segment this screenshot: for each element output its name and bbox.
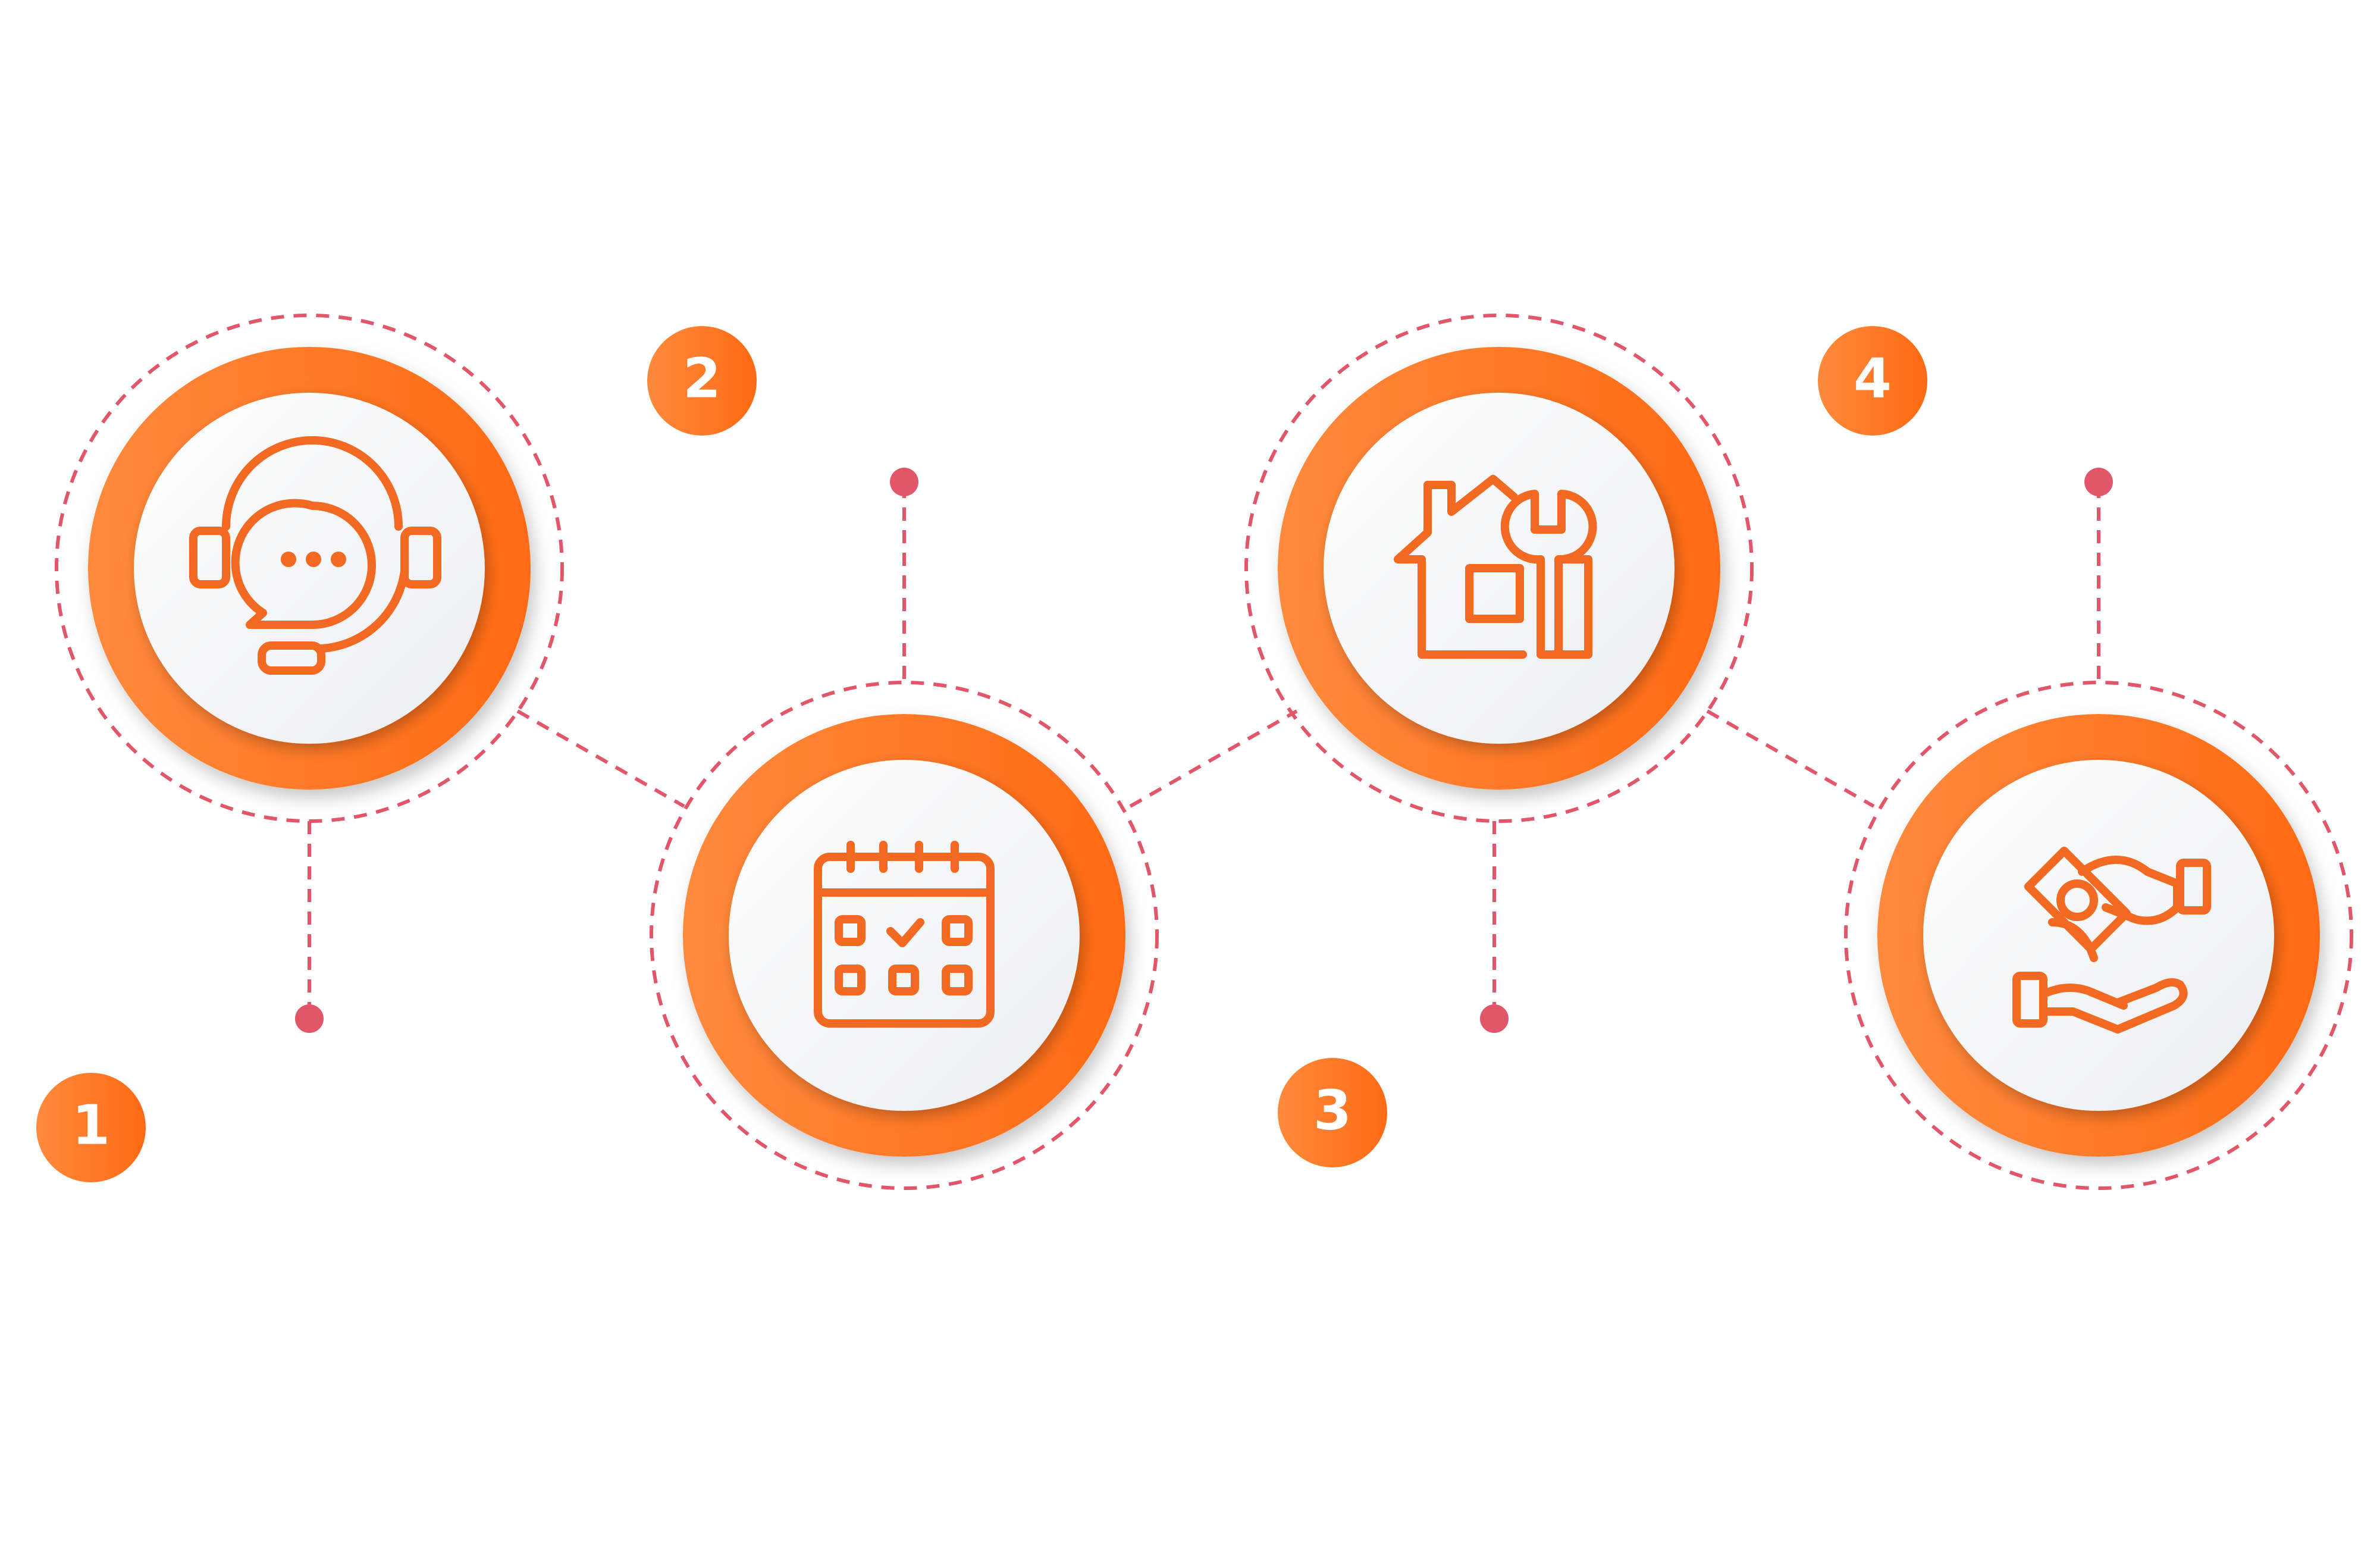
stem-dot-1: [295, 1004, 324, 1033]
step-1-inner: [134, 393, 485, 744]
stems: [308, 485, 2100, 1019]
step-4-node: [1877, 714, 2320, 1157]
connector-2-3: [1129, 709, 1298, 808]
calendar-check-icon: [814, 841, 995, 1028]
dashed-ring-2: [650, 681, 1159, 1190]
stem-dot-2: [890, 468, 918, 496]
customer-support-headset-icon: [189, 436, 441, 675]
number-badges: 1 2 3 4: [36, 326, 1927, 1182]
dashed-rings: [55, 314, 2353, 1190]
dashed-ring-3: [1244, 314, 1754, 823]
step-2-number: 2: [683, 346, 721, 410]
step-1-number: 1: [72, 1093, 110, 1157]
step-3-number: 3: [1313, 1078, 1352, 1142]
step-4-inner: [1923, 760, 2274, 1111]
connector-lines: [516, 709, 1875, 808]
step-1-badge: 1: [36, 1073, 146, 1182]
connector-1-2: [516, 709, 685, 808]
step-3-node: [1278, 347, 1720, 790]
connector-3-4: [1706, 709, 1875, 808]
home-repair-wrench-icon: [1394, 475, 1597, 659]
step-1-node: [88, 347, 531, 790]
step-4-badge: 4: [1818, 326, 1927, 436]
dashed-ring-1: [55, 314, 564, 823]
stem-dot-3: [1480, 1004, 1509, 1033]
step-2-badge: 2: [647, 326, 757, 436]
step-4-number: 4: [1854, 346, 1892, 410]
step-2-node: [683, 714, 1125, 1157]
stem-dots: [295, 468, 2113, 1033]
dashed-ring-4: [1844, 681, 2353, 1190]
payment-cash-hands-icon: [2012, 847, 2211, 1034]
step-3-badge: 3: [1278, 1058, 1387, 1167]
stem-dot-4: [2084, 468, 2113, 496]
